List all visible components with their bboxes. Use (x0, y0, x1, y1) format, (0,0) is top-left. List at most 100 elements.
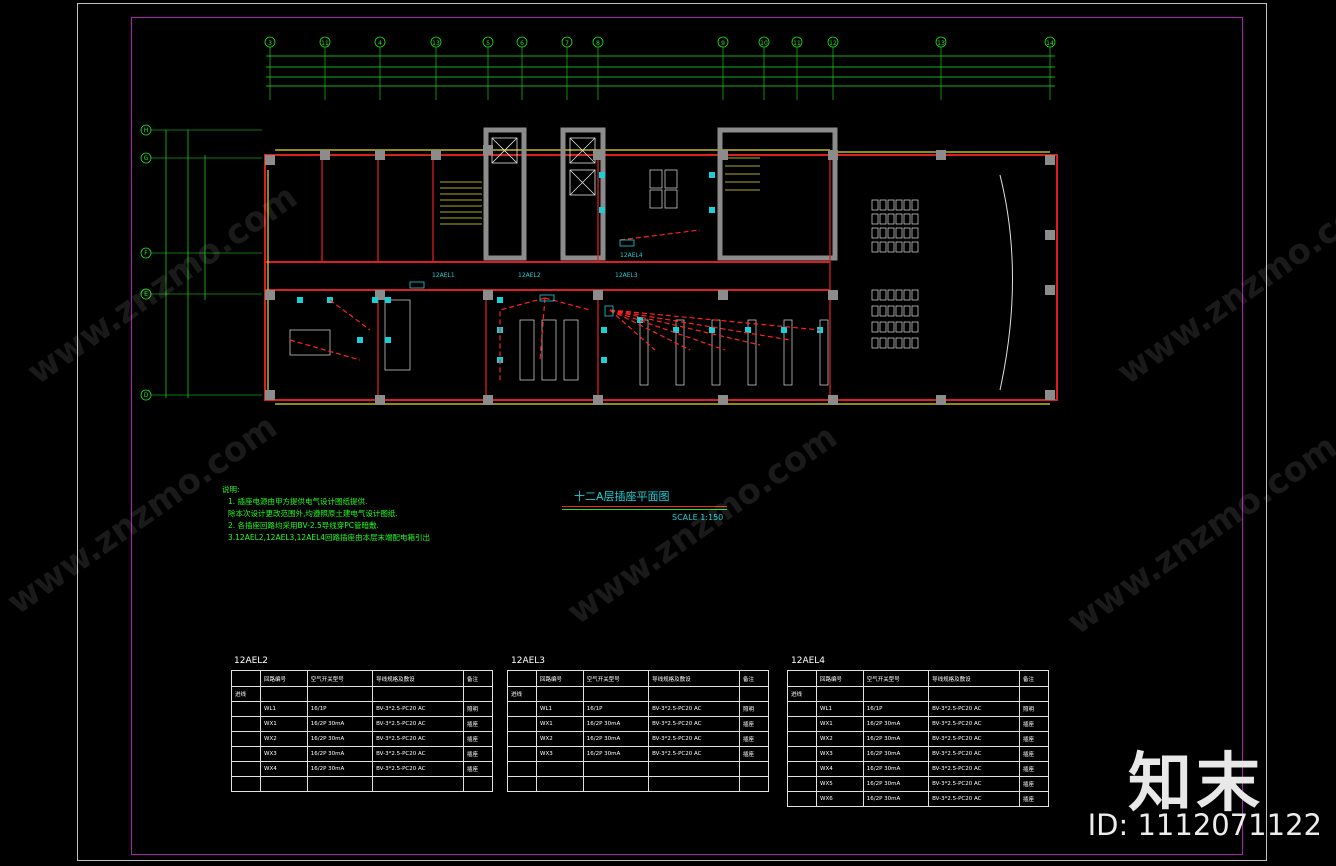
socket (709, 327, 715, 333)
schedule-cell: 16/1P (306, 701, 374, 717)
schedule-cell (372, 776, 464, 792)
column (828, 150, 838, 160)
schedule-cell: BV-3*2.5-PC20 AC (648, 731, 740, 747)
schedule-cell (230, 716, 262, 732)
table-row (506, 776, 770, 792)
schedule-cell (582, 761, 650, 777)
schedule-header-cell: 空气开关型号 (582, 670, 650, 687)
conference-screen-wall (999, 174, 1013, 391)
socket (297, 297, 303, 303)
conference-seat (903, 289, 911, 301)
schedule-cell (816, 686, 864, 702)
schedule-cell: WX2 (536, 731, 584, 747)
schedule-cell: 16/2P 30mA (862, 776, 930, 792)
schedule-cell (582, 686, 650, 702)
column (1045, 155, 1055, 165)
schedule-cell (462, 776, 494, 792)
workstation-row (519, 319, 535, 381)
schedule-cell: BV-3*2.5-PC20 AC (372, 716, 464, 732)
schedule-cell (786, 731, 818, 747)
socket (745, 327, 751, 333)
conference-seat (895, 199, 903, 211)
schedule-cell: WL1 (816, 701, 864, 717)
schedule-cell: 插座 (1018, 731, 1050, 747)
column (265, 290, 275, 300)
schedule-cell (372, 686, 464, 702)
schedule-cell: WX4 (260, 761, 308, 777)
column (718, 150, 728, 160)
axis-marker: F (140, 247, 262, 259)
axis-marker: 8 (592, 36, 604, 100)
socket (372, 297, 378, 303)
schedule-header-cell: 回路编号 (816, 670, 864, 687)
socket (385, 337, 391, 343)
schedule-cell: WL1 (536, 701, 584, 717)
axis-marker: E (140, 288, 262, 300)
axis-marker: 6 (516, 36, 528, 100)
conference-seat (887, 241, 895, 253)
schedule-header-cell: 回路编号 (260, 670, 308, 687)
conference-seat (879, 321, 887, 333)
schedule-cell: BV-3*2.5-PC20 AC (372, 701, 464, 717)
workstation-row (783, 319, 793, 386)
schedule-header-cell: 空气开关型号 (862, 670, 930, 687)
conference-seat (871, 305, 879, 317)
schedule-cell: WX1 (260, 716, 308, 732)
plan-panel-label: 12AEL4 (620, 252, 643, 259)
schedule-cell: WX1 (816, 716, 864, 732)
column (375, 150, 385, 160)
schedule-cell (928, 686, 1020, 702)
workstation (664, 169, 678, 189)
conference-seat (895, 227, 903, 239)
table-row (506, 761, 770, 777)
schedule-cell: BV-3*2.5-PC20 AC (928, 701, 1020, 717)
schedule-cell: 插座 (1018, 776, 1050, 792)
socket (673, 327, 679, 333)
schedule-header-cell: 备注 (1018, 670, 1050, 687)
socket (709, 172, 715, 178)
schedule-header-cell: 导线规格及敷设 (928, 670, 1020, 687)
schedule-cell (536, 776, 584, 792)
schedule-cell: BV-3*2.5-PC20 AC (372, 731, 464, 747)
axis-label: 13 (432, 40, 440, 47)
schedule-cell: 16/1P (862, 701, 930, 717)
socket (601, 357, 607, 363)
schedule-cell: 16/1P (582, 701, 650, 717)
conference-seat (887, 337, 895, 349)
conference-seat (879, 305, 887, 317)
table-row: 进线 (230, 686, 494, 702)
conference-seat (911, 213, 919, 225)
panel-boxes (409, 239, 635, 317)
schedule-cell (506, 716, 538, 732)
schedule-cell (506, 746, 538, 762)
column (483, 145, 493, 155)
design-notes: 说明: 1. 插座电源由甲方提供电气设计图纸提供. 除本次设计更改范围外,均遵照… (222, 484, 430, 544)
column (593, 395, 603, 405)
schedule-header-cell: 空气开关型号 (306, 670, 374, 687)
column (828, 395, 838, 405)
axis-marker: 9 (717, 36, 729, 100)
schedule-cell: 进线 (230, 686, 262, 702)
schedule-header-cell: 导线规格及敷设 (372, 670, 464, 687)
schedule-cell: BV-3*2.5-PC20 AC (648, 701, 740, 717)
conference-seat (895, 213, 903, 225)
column (1045, 230, 1055, 240)
schedule-cell: WX6 (816, 791, 864, 807)
schedule-cell: 插座 (1018, 791, 1050, 807)
schedule-cell (536, 761, 584, 777)
conference-seat (895, 241, 903, 253)
schedule-cell (230, 776, 262, 792)
axis-marker: 4 (374, 36, 386, 100)
workstation-row (819, 319, 829, 386)
axis-marker: 14 (1044, 36, 1056, 100)
axis-label: 8 (596, 40, 600, 47)
axis-marker: 13 (935, 36, 947, 100)
column (483, 290, 493, 300)
